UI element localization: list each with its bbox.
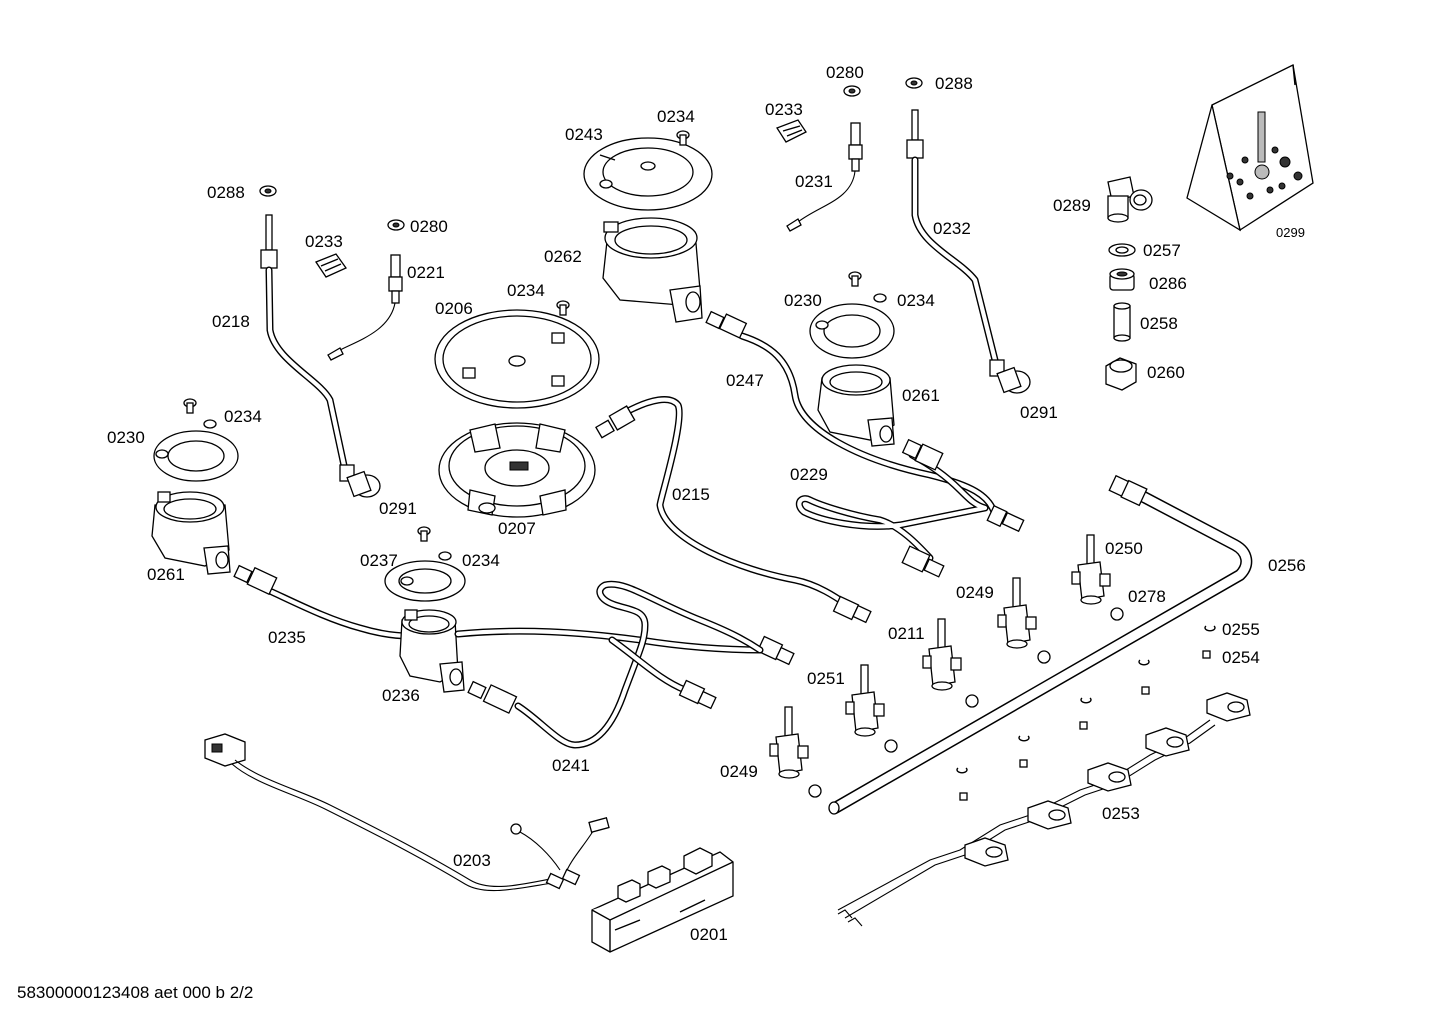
burner-housing-0261-right bbox=[817, 364, 895, 447]
part-label-0286: 0286 bbox=[1149, 274, 1187, 293]
burner-housing-0261-left bbox=[151, 491, 231, 575]
part-label-0215: 0215 bbox=[672, 485, 710, 504]
wire-harness-0203 bbox=[204, 733, 610, 892]
part-label-0280: 0280 bbox=[410, 217, 448, 236]
part-label-0218: 0218 bbox=[212, 312, 250, 331]
part-label-0288: 0288 bbox=[207, 183, 245, 202]
nut-0260 bbox=[1105, 357, 1137, 391]
part-label-0234: 0234 bbox=[462, 551, 500, 570]
flame-ring-0230-right bbox=[809, 271, 895, 359]
part-label-0201: 0201 bbox=[690, 925, 728, 944]
thermocouple-0218 bbox=[260, 214, 381, 498]
part-label-0231: 0231 bbox=[795, 172, 833, 191]
gas-valve-0251 bbox=[845, 664, 898, 753]
clip-0233-top bbox=[776, 119, 807, 143]
part-label-0247: 0247 bbox=[726, 371, 764, 390]
part-label-0234: 0234 bbox=[507, 281, 545, 300]
part-label-0291: 0291 bbox=[379, 499, 417, 518]
part-label-0261: 0261 bbox=[902, 386, 940, 405]
washer-0280-top bbox=[843, 85, 861, 97]
part-label-0203: 0203 bbox=[453, 851, 491, 870]
part-label-0289: 0289 bbox=[1053, 196, 1091, 215]
elbow-fitting-0289 bbox=[1107, 176, 1153, 223]
ignition-switches-0253 bbox=[837, 692, 1251, 927]
part-label-0262: 0262 bbox=[544, 247, 582, 266]
part-label-0234: 0234 bbox=[657, 107, 695, 126]
part-label-0254: 0254 bbox=[1222, 648, 1260, 667]
part-label-0233: 0233 bbox=[765, 100, 803, 119]
washer-0288-top bbox=[905, 77, 923, 89]
part-label-0206: 0206 bbox=[435, 299, 473, 318]
part-label-0229: 0229 bbox=[790, 465, 828, 484]
ignition-module-0201 bbox=[591, 847, 734, 953]
thermocouple-0232 bbox=[906, 109, 1031, 394]
washer-0280-left bbox=[387, 219, 405, 231]
part-label-0243: 0243 bbox=[565, 125, 603, 144]
gas-valve-0249-top bbox=[997, 577, 1051, 664]
part-label-0257: 0257 bbox=[1143, 241, 1181, 260]
screw-0234-top bbox=[599, 130, 690, 189]
clip-0233-left bbox=[315, 253, 347, 278]
ignition-electrode-0221 bbox=[327, 254, 403, 361]
gas-valve-0249-bottom bbox=[769, 706, 822, 798]
nut-0286 bbox=[1109, 268, 1135, 291]
burner-housing-0262 bbox=[602, 217, 703, 323]
clips-springs-0254-0255 bbox=[956, 625, 1216, 801]
washer-0288-left bbox=[259, 185, 277, 197]
part-label-0211: 0211 bbox=[888, 624, 925, 643]
part-label-0221: 0221 bbox=[407, 263, 445, 282]
part-label-0291: 0291 bbox=[1020, 403, 1058, 422]
part-label-0261: 0261 bbox=[147, 565, 185, 584]
part-label-0258: 0258 bbox=[1140, 314, 1178, 333]
part-label-0251: 0251 bbox=[807, 669, 845, 688]
ignition-electrode-0231 bbox=[786, 122, 863, 232]
burner-housing-0236 bbox=[399, 609, 465, 693]
gas-pipe-0229 bbox=[795, 438, 989, 578]
part-label-0230: 0230 bbox=[784, 291, 822, 310]
part-label-0241: 0241 bbox=[552, 756, 590, 775]
part-label-0256: 0256 bbox=[1268, 556, 1306, 575]
part-label-0236: 0236 bbox=[382, 686, 420, 705]
burner-cap-ring-0243 bbox=[583, 137, 713, 211]
nozzle-0258 bbox=[1113, 302, 1131, 342]
part-label-0249: 0249 bbox=[720, 762, 758, 781]
part-label-0260: 0260 bbox=[1147, 363, 1185, 382]
part-label-0278: 0278 bbox=[1128, 587, 1166, 606]
part-label-0280: 0280 bbox=[826, 63, 864, 82]
part-label-0250: 0250 bbox=[1105, 539, 1143, 558]
part-label-0230: 0230 bbox=[107, 428, 145, 447]
spare-parts-kit-bag bbox=[1186, 64, 1314, 232]
gas-pipe-0215 bbox=[595, 396, 872, 624]
gas-valve-0250 bbox=[1071, 534, 1124, 621]
washer-0257 bbox=[1108, 243, 1136, 257]
flame-spreader-0206 bbox=[434, 300, 600, 409]
burner-base-0207 bbox=[438, 422, 596, 518]
label-0299: 0299 bbox=[1276, 225, 1305, 240]
drawing-reference-footer: 58300000123408 aet 000 b 2/2 bbox=[17, 983, 253, 1002]
part-label-0233: 0233 bbox=[305, 232, 343, 251]
part-label-0235: 0235 bbox=[268, 628, 306, 647]
part-label-0237: 0237 bbox=[360, 551, 398, 570]
part-label-0234: 0234 bbox=[224, 407, 262, 426]
flame-ring-0237 bbox=[384, 526, 466, 602]
part-label-0288: 0288 bbox=[935, 74, 973, 93]
part-labels: 0280 0288 0233 0234 0243 0231 0288 0232 0289 0257… bbox=[107, 63, 1306, 944]
gas-pipe-0235 bbox=[233, 564, 414, 640]
gas-valve-0211 bbox=[922, 618, 979, 708]
gas-manifold-0256 bbox=[828, 474, 1253, 815]
part-label-0249: 0249 bbox=[956, 583, 994, 602]
gas-pipe-0247 bbox=[705, 310, 1025, 533]
flame-ring-0230-left bbox=[153, 398, 239, 482]
part-label-0207: 0207 bbox=[498, 519, 536, 538]
part-label-0232: 0232 bbox=[933, 219, 971, 238]
part-label-0234: 0234 bbox=[897, 291, 935, 310]
gas-pipe-0241 bbox=[467, 580, 764, 749]
part-label-0255: 0255 bbox=[1222, 620, 1260, 639]
part-label-0253: 0253 bbox=[1102, 804, 1140, 823]
